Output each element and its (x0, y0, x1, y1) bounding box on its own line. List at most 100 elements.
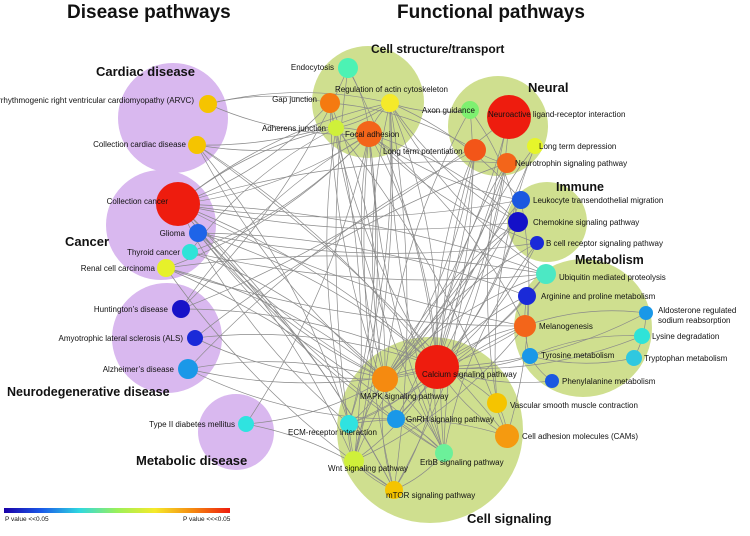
node-dot-adherens (328, 120, 344, 136)
edge-endocytosis-calcium (347, 67, 438, 368)
node-dot-tyrosine (522, 348, 538, 364)
node-label-axon: Axon guidance (422, 106, 475, 115)
group-label-metabolism: Metabolism (575, 253, 644, 267)
edge-renal-erbb (165, 267, 445, 454)
node-label-aldosterone-2: sodium reabsorption (658, 316, 730, 325)
legend-high-label: P value <<<0.05 (183, 516, 231, 523)
edge-huntington-calcium (180, 308, 438, 368)
node-label-mtor: mTOR signaling pathway (386, 491, 475, 500)
edge-renal-ubiquitin (165, 255, 547, 275)
edge-arvc-focal (207, 103, 370, 135)
edge-leukocyte-mapk (384, 199, 522, 380)
node-dot-ltp (464, 139, 486, 161)
header-functional-pathways: Functional pathways (397, 2, 585, 23)
edge-collcancer-gapjunction (177, 102, 331, 205)
edge-ltp-erbb (440, 149, 476, 454)
node-dot-huntington (172, 300, 190, 318)
edge-glioma-mtor (197, 232, 395, 491)
node-dot-melanogenesis (514, 315, 536, 337)
node-dot-collcard (188, 136, 206, 154)
node-dot-ubiquitin (536, 264, 556, 284)
group-label-cancer: Cancer (65, 234, 109, 249)
node-dot-als (187, 330, 203, 346)
node-dot-endocytosis (338, 58, 358, 78)
edge-chemokine-wnt (353, 221, 519, 462)
node-label-lysine: Lysine degradation (652, 332, 719, 341)
edge-t2d-mapk (245, 378, 386, 425)
node-dot-ecm (340, 415, 358, 433)
edge-collcancer-melanogenesis (177, 203, 526, 327)
node-label-adherens: Adherens junction (262, 124, 326, 133)
node-dot-alzheimer (178, 359, 198, 379)
node-dot-erbb (435, 444, 453, 462)
node-dot-mapk (372, 366, 398, 392)
edge-neurotrophin-calcium (436, 162, 508, 368)
group-label-neural: Neural (528, 80, 568, 95)
node-dot-arvc (199, 95, 217, 113)
node-dot-aldosterone (639, 306, 653, 320)
pvalue-legend: P value <<0.05 P value <<<0.05 (4, 508, 231, 523)
edge-renal-melanogenesis (165, 267, 526, 327)
edge-focal-erbb (368, 133, 445, 454)
node-label-huntington: Huntington’s disease (94, 305, 169, 314)
edge-neuroactive-mapk (384, 116, 510, 380)
edge-als-neurotrophin (194, 162, 508, 339)
edge-focal-mapk (360, 133, 386, 380)
edge-neurotrophin-mtor (393, 162, 508, 491)
node-label-thyroid: Thyroid cancer (127, 248, 180, 257)
edge-collcard-cams (196, 144, 508, 437)
edge-renal-mapk (165, 267, 386, 380)
edge-melanogenesis-mapk (384, 325, 526, 380)
node-label-renal: Renal cell carcinoma (81, 264, 156, 273)
edge-actin-mtor (389, 102, 408, 491)
node-label-ecm: ECM-receptor interaction (288, 428, 377, 437)
edge-collcancer-neurotrophin (177, 161, 508, 205)
node-label-arginine: Arginine and proline metabolism (541, 292, 656, 301)
node-label-calcium: Calcium signaling pathway (422, 370, 517, 379)
edge-gapjunction-mapk (329, 102, 386, 380)
edge-collcancer-leukocyte (177, 199, 522, 218)
edge-ecm-cams (348, 419, 508, 437)
edge-t2d-mtor (245, 423, 395, 491)
node-label-arvc: Arrhythmogenic right ventricular cardiom… (0, 96, 194, 105)
node-dot-focal (356, 121, 382, 147)
node-dot-neurotrophin (497, 153, 517, 173)
node-dot-wnt (344, 451, 364, 471)
edge-aldosterone-calcium (436, 312, 647, 368)
group-circle-cardiac (118, 63, 228, 173)
node-label-collcancer: Collection cancer (107, 197, 169, 206)
node-label-vascular: Vascular smooth muscle contraction (510, 401, 638, 410)
edge-actin-chemokine (389, 102, 519, 223)
node-label-chemokine: Chemokine signaling pathway (533, 218, 639, 227)
edge-tyrosine-tryptophan (529, 355, 635, 364)
node-dots (156, 58, 653, 499)
node-dot-glioma (189, 224, 207, 242)
node-label-erbb: ErbB signaling pathway (420, 458, 504, 467)
edge-arvc-gapjunction (207, 95, 331, 105)
edges (165, 67, 647, 491)
edge-aldosterone-melanogenesis (524, 310, 647, 327)
node-label-ltd: Long term depression (539, 142, 616, 151)
edge-chemokine-mapk (384, 221, 519, 380)
edge-alzheimer-ltp (187, 149, 476, 370)
edge-glioma-arginine (197, 232, 528, 297)
node-dot-cams (495, 424, 519, 448)
group-label-cellsig: Cell signaling (467, 511, 552, 526)
node-label-endocytosis: Endocytosis (291, 63, 334, 72)
node-label-collcard: Collection cardiac disease (93, 140, 186, 149)
node-label-t2d: Type II diabetes mellitus (149, 420, 235, 429)
edge-actin-leukocyte (389, 102, 522, 201)
edge-actin-ecm (348, 102, 392, 425)
node-label-leukocyte: Leukocyte transendothelial migration (533, 196, 663, 205)
node-label-gapjunction: Gap junction (272, 95, 317, 104)
edge-ltd-calcium (436, 145, 536, 368)
node-label-mapk: MAPK signaling pathway (360, 392, 449, 401)
node-dot-t2d (238, 416, 254, 432)
node-label-focal: Focal adhesion (345, 130, 399, 139)
edge-adherens-ecm (326, 127, 350, 425)
edge-gapjunction-erbb (329, 102, 445, 454)
edge-ltd-mapk (384, 145, 536, 380)
edge-collcard-mapk (196, 144, 386, 380)
